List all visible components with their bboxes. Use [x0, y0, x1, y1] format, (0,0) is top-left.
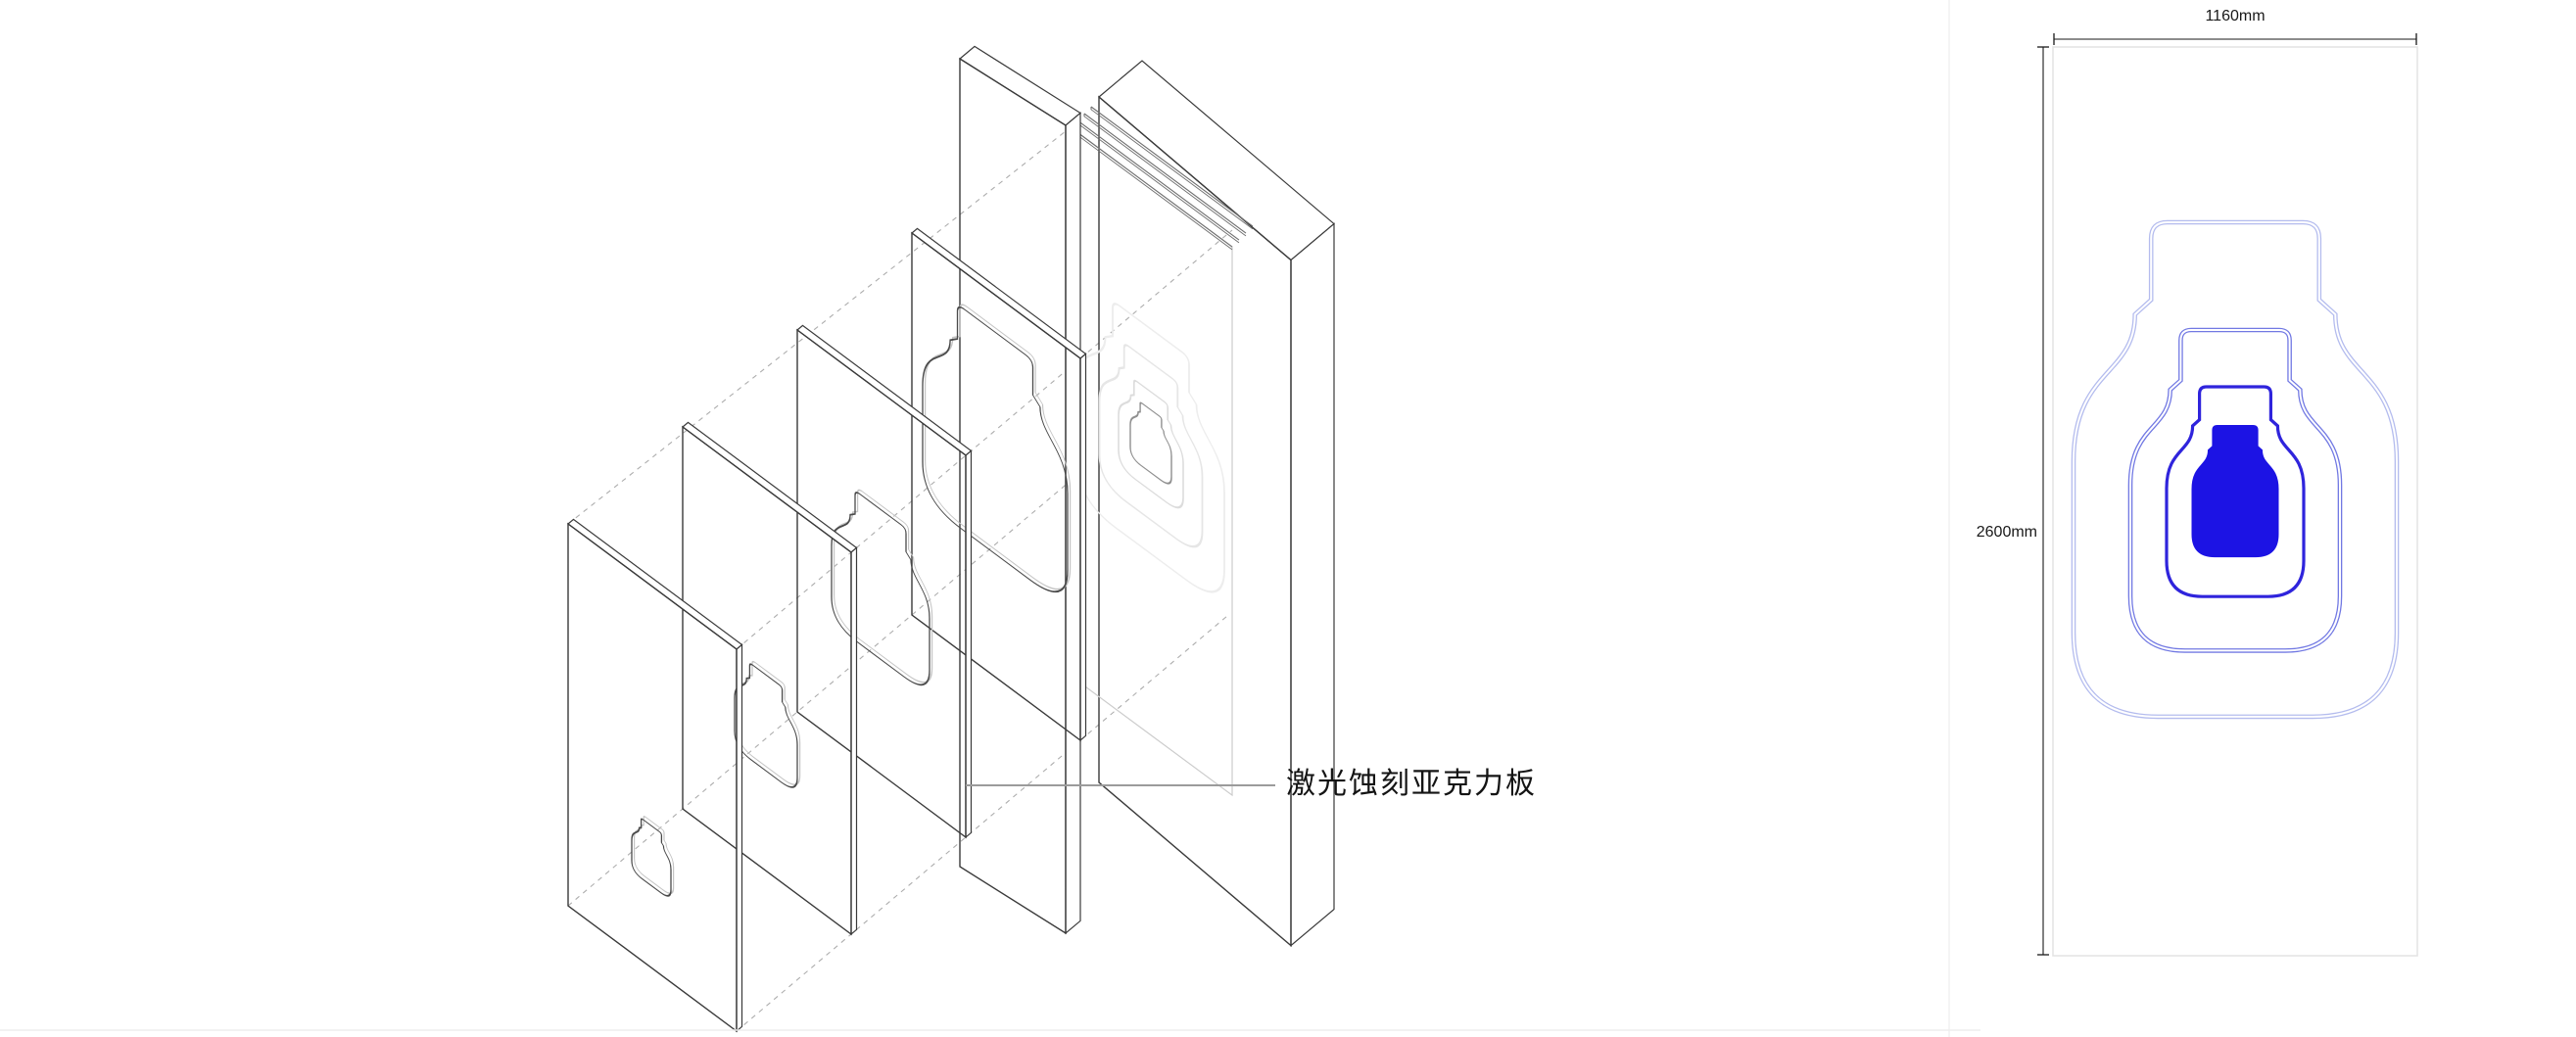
- exploded-panel-2: [682, 421, 858, 936]
- etched-ghost-bottles: [1076, 303, 1225, 593]
- bottle-cutout: [631, 816, 675, 897]
- dashed-guides: [567, 126, 1233, 1032]
- exploded-panel-3: [796, 324, 973, 839]
- exploded-panel-1: [567, 518, 743, 1033]
- elevation-bottles: [2071, 219, 2400, 720]
- dimension-lines: [2037, 33, 2417, 956]
- bottle-cutout: [831, 489, 933, 686]
- acrylic-panel-label: 激光蚀刻亚克力板: [1286, 768, 1537, 800]
- layer-stack: [1070, 106, 1254, 797]
- back-panel-left: [958, 45, 1082, 935]
- bottle-cutout: [734, 660, 801, 788]
- back-panel-right: [1098, 60, 1335, 948]
- height-dimension-label: 2600mm: [1976, 524, 2037, 541]
- bottle-cutout: [922, 304, 1072, 593]
- width-dimension-label: 1160mm: [2205, 8, 2266, 24]
- exploded-panel-4: [911, 227, 1087, 742]
